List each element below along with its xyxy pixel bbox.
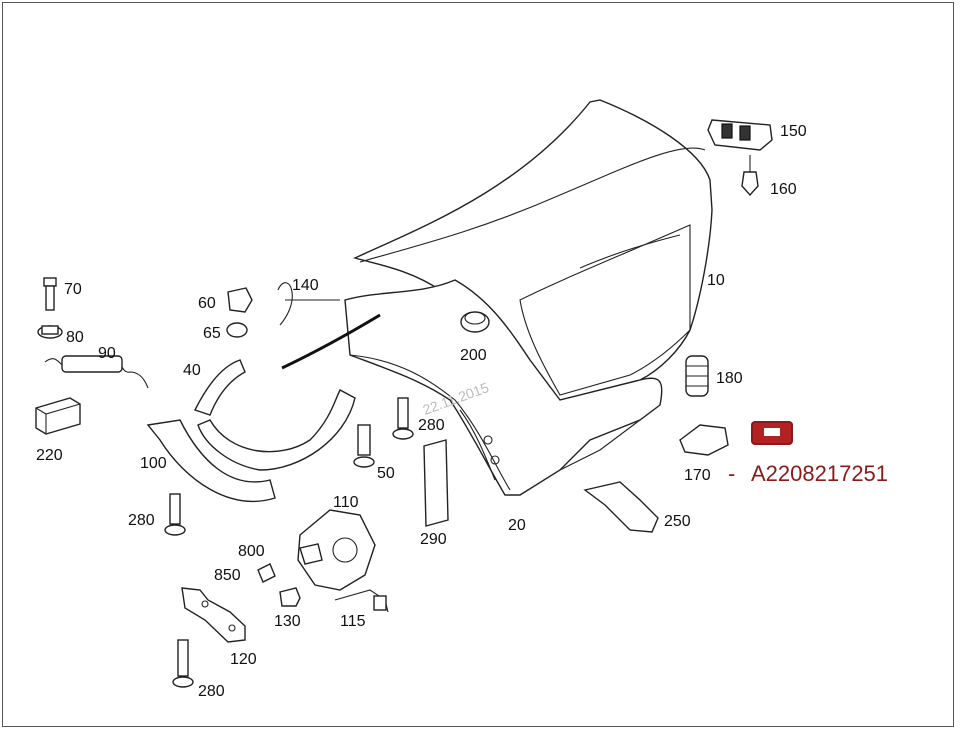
label-150: 150 bbox=[780, 123, 807, 140]
label-170: 170 bbox=[684, 467, 711, 484]
bolt-280-upper[interactable] bbox=[392, 397, 414, 440]
stopper-65[interactable] bbox=[226, 322, 248, 338]
bracket-150[interactable] bbox=[707, 119, 773, 151]
clip-850[interactable] bbox=[257, 563, 276, 583]
spring-90[interactable] bbox=[44, 355, 149, 389]
plug-200[interactable] bbox=[460, 311, 490, 333]
label-800: 800 bbox=[238, 543, 265, 560]
nut-130[interactable] bbox=[279, 587, 301, 607]
label-90: 90 bbox=[98, 345, 116, 362]
label-290: 290 bbox=[420, 531, 447, 548]
label-280-left: 280 bbox=[128, 512, 155, 529]
hinge-arm-40[interactable] bbox=[194, 359, 356, 471]
label-130: 130 bbox=[274, 613, 301, 630]
label-10: 10 bbox=[707, 272, 725, 289]
bolt-70[interactable] bbox=[43, 277, 57, 311]
bracket-120[interactable] bbox=[181, 587, 246, 643]
stopper-60[interactable] bbox=[227, 287, 253, 313]
nut-80[interactable] bbox=[37, 325, 63, 339]
bolt-280-left[interactable] bbox=[164, 493, 186, 536]
actuator-800[interactable] bbox=[299, 543, 323, 565]
bolt-50[interactable] bbox=[353, 424, 375, 468]
trunk-rod[interactable] bbox=[277, 282, 381, 370]
lock-110[interactable] bbox=[297, 509, 376, 591]
bolt-280-lower[interactable] bbox=[172, 639, 194, 688]
label-20: 20 bbox=[508, 517, 526, 534]
block-220[interactable] bbox=[35, 397, 81, 435]
inner-panel[interactable] bbox=[344, 279, 663, 496]
label-250: 250 bbox=[664, 513, 691, 530]
part-number: A2208217251 bbox=[751, 461, 888, 486]
hinge-100[interactable] bbox=[146, 419, 276, 503]
label-200: 200 bbox=[460, 347, 487, 364]
label-115: 115 bbox=[340, 613, 366, 630]
label-110: 110 bbox=[333, 494, 359, 511]
label-280-upper: 280 bbox=[418, 417, 445, 434]
screw-160[interactable] bbox=[741, 155, 759, 197]
label-40: 40 bbox=[183, 362, 201, 379]
label-70: 70 bbox=[64, 281, 82, 298]
label-140: 140 bbox=[292, 277, 319, 294]
label-65: 65 bbox=[203, 325, 221, 342]
label-120: 120 bbox=[230, 651, 257, 668]
strip-290[interactable] bbox=[423, 439, 449, 527]
label-160: 160 bbox=[770, 181, 797, 198]
bracket-250[interactable] bbox=[583, 481, 659, 533]
cable-115[interactable] bbox=[334, 589, 389, 613]
label-100: 100 bbox=[140, 455, 167, 472]
label-50: 50 bbox=[377, 465, 395, 482]
light-170[interactable] bbox=[679, 421, 793, 456]
label-850: 850 bbox=[214, 567, 241, 584]
label-280-lower: 280 bbox=[198, 683, 225, 700]
label-180: 180 bbox=[716, 370, 743, 387]
label-220: 220 bbox=[36, 447, 63, 464]
part-number-dash: - bbox=[728, 461, 735, 486]
label-60: 60 bbox=[198, 295, 216, 312]
buffer-180[interactable] bbox=[685, 355, 709, 397]
label-80: 80 bbox=[66, 329, 84, 346]
